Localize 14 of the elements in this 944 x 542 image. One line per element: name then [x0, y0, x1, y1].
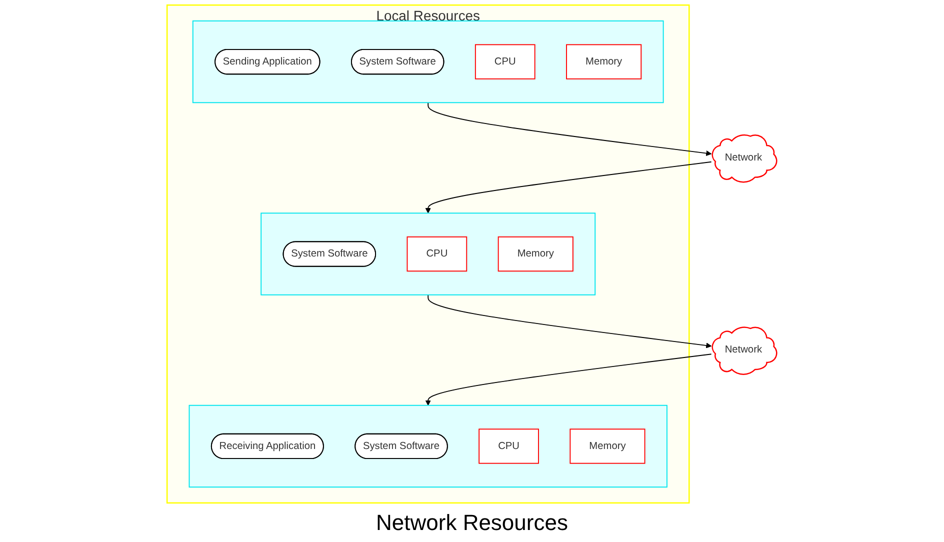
node-box: CPU [475, 44, 536, 80]
arrow [428, 102, 712, 156]
node-box: CPU [406, 236, 468, 272]
node-box: CPU [478, 428, 540, 464]
arrow [428, 294, 712, 348]
node-box: Memory [566, 44, 642, 80]
cluster [188, 404, 668, 488]
arrow [425, 161, 712, 214]
arrow [425, 354, 712, 406]
resource-label: Network Resources [376, 510, 568, 536]
node-box: Memory [498, 236, 574, 272]
cluster [260, 212, 596, 296]
node-box: Memory [570, 428, 646, 464]
cluster [192, 20, 664, 104]
